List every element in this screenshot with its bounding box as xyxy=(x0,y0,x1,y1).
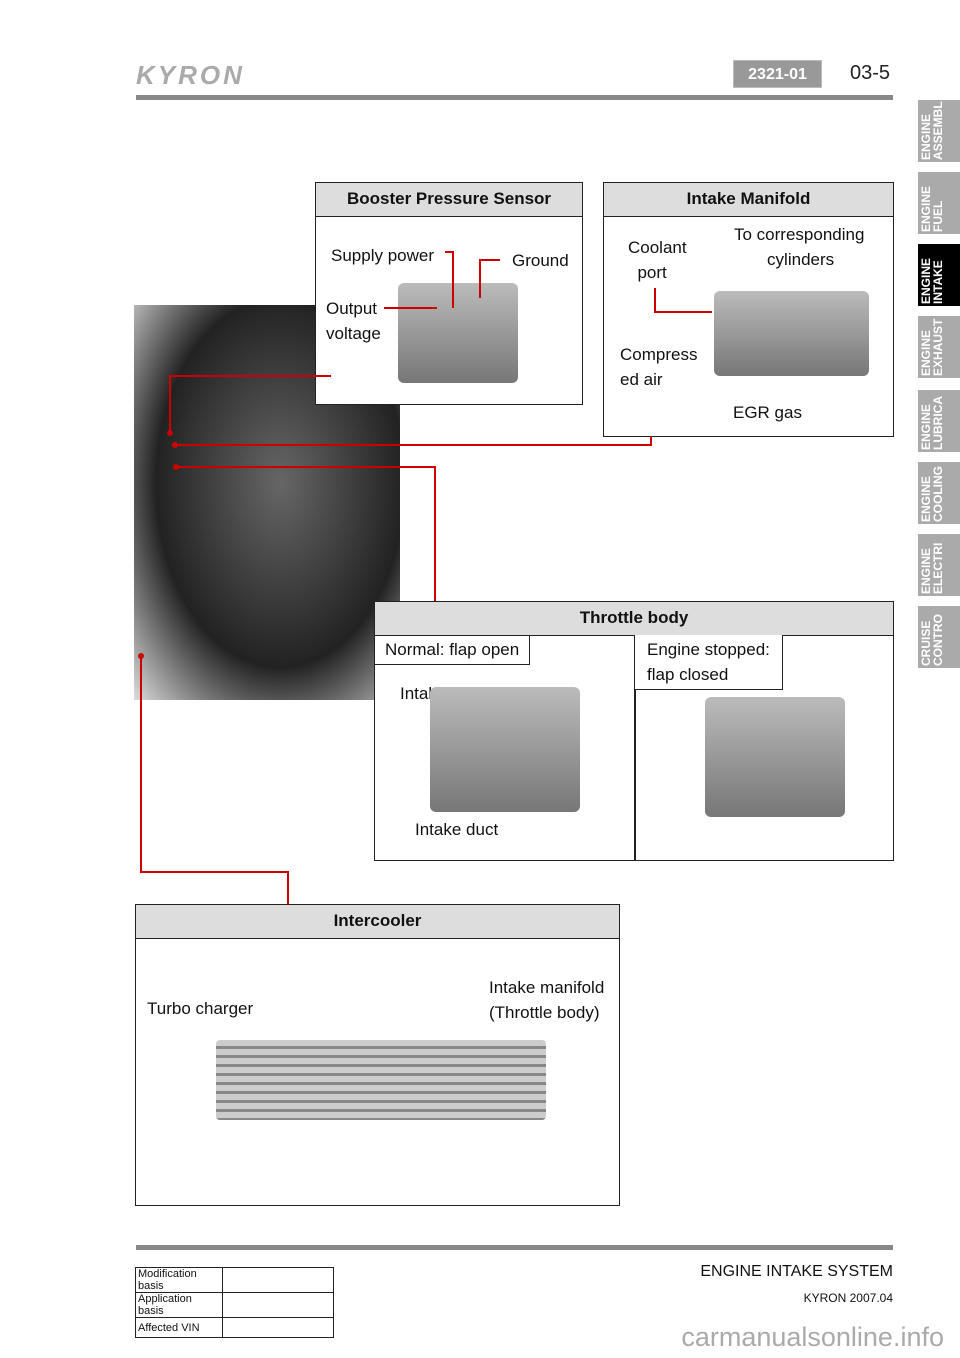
cell-label: Application basis xyxy=(135,1292,223,1318)
cell-label: Modification basis xyxy=(135,1267,223,1293)
side-tab[interactable]: ENGINE INTAKE xyxy=(918,244,960,306)
cell-label: Affected VIN xyxy=(135,1317,223,1338)
leader-intercooler xyxy=(140,656,289,904)
leader-throttle xyxy=(176,466,436,601)
box-title: Throttle body xyxy=(375,602,893,636)
label-supply-power: Supply power xyxy=(331,246,435,265)
side-tab[interactable]: ENGINE EXHAUST xyxy=(918,316,960,378)
manifold-image xyxy=(714,291,869,376)
booster-pressure-sensor-box: Booster Pressure Sensor Supply power Gro… xyxy=(315,182,583,405)
throttle-body-box: Throttle body Normal: flap open Engine s… xyxy=(374,601,894,861)
system-title: ENGINE INTAKE SYSTEM xyxy=(700,1263,893,1280)
intercooler-image xyxy=(216,1040,546,1120)
label-compressed-air: Compress ed air xyxy=(620,345,698,389)
label-turbo-charger: Turbo charger xyxy=(147,999,254,1018)
model-date: KYRON 2007.04 xyxy=(803,1291,893,1305)
cell-value xyxy=(222,1267,334,1293)
label-flap-open: Normal: flap open xyxy=(375,635,531,665)
label-intake-manifold: Intake manifold (Throttle body) xyxy=(489,978,605,1022)
label-ground: Ground xyxy=(512,251,569,270)
table-row: Modification basis xyxy=(135,1267,334,1293)
side-tab[interactable]: ENGINE COOLING xyxy=(918,462,960,524)
side-tab[interactable]: ENGINE ASSEMBL xyxy=(918,100,960,162)
cell-value xyxy=(222,1317,334,1338)
leader-booster xyxy=(169,375,331,433)
throttle-open-image xyxy=(430,687,580,812)
intercooler-box: Intercooler Turbo charger Intake manifol… xyxy=(135,904,620,1206)
leader-manifold xyxy=(175,436,652,446)
header-divider xyxy=(136,95,893,100)
label-coolant-port: Coolant port xyxy=(628,238,687,282)
label-flap-closed: Engine stopped: flap closed xyxy=(634,635,783,690)
divider xyxy=(634,635,636,860)
box-title: Intercooler xyxy=(136,905,619,939)
intake-manifold-box: Intake Manifold Coolant port To correspo… xyxy=(603,182,894,437)
footer-divider xyxy=(136,1245,893,1250)
table-row: Affected VIN xyxy=(135,1317,334,1338)
side-tab[interactable]: ENGINE LUBRICA xyxy=(918,390,960,452)
throttle-closed-image xyxy=(705,697,845,817)
label-egr-gas: EGR gas xyxy=(733,403,802,422)
watermark: carmanualsonline.info xyxy=(681,1322,944,1352)
side-tab[interactable]: CRUISE CONTRO xyxy=(918,606,960,668)
side-tab[interactable]: ENGINE FUEL xyxy=(918,172,960,234)
cell-value xyxy=(222,1292,334,1318)
label-cylinders: To corresponding cylinders xyxy=(734,225,865,269)
box-title: Intake Manifold xyxy=(604,183,893,217)
label-intake-duct-bottom: Intake duct xyxy=(415,820,499,839)
table-row: Application basis xyxy=(135,1292,334,1318)
sensor-image xyxy=(398,283,518,383)
box-title: Booster Pressure Sensor xyxy=(316,183,582,217)
label-output-voltage: Output voltage xyxy=(326,299,381,343)
kyron-logo: KYRON xyxy=(136,60,245,90)
section-code-badge: 2321-01 xyxy=(733,60,822,88)
side-tab[interactable]: ENGINE ELECTRI xyxy=(918,534,960,596)
page-number: 03-5 xyxy=(850,62,891,84)
